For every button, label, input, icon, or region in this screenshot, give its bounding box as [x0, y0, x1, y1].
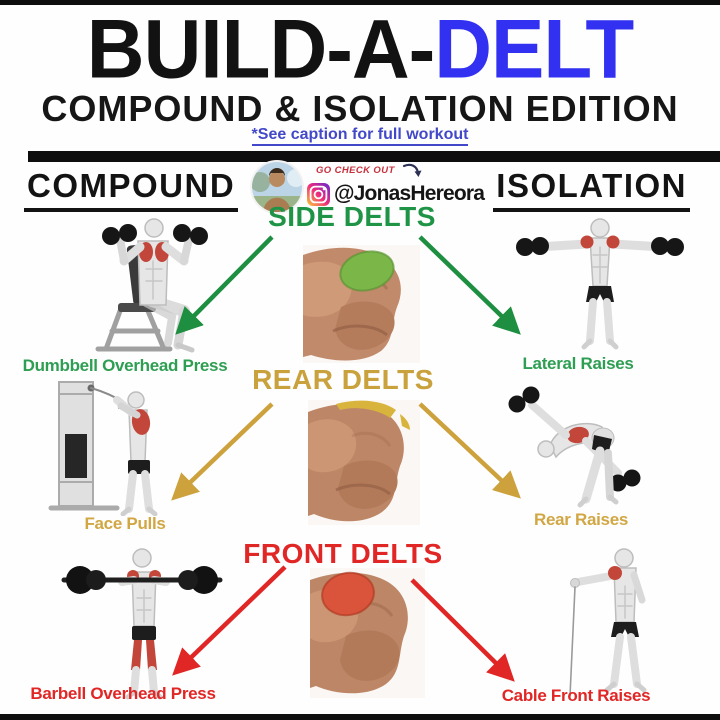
arrow-front-delts-to-isolation [410, 578, 515, 682]
see-caption-link[interactable]: *See caption for full workout [0, 126, 720, 146]
poster-title: BUILD-A-DELT [0, 7, 720, 91]
arrow-side-delts-to-isolation [418, 235, 521, 335]
cable-front-raises-illustration [569, 548, 647, 697]
front-delts-label: FRONT DELTS [243, 538, 443, 569]
front-delt-muscle-image [310, 568, 425, 698]
rear-delts-label: REAR DELTS [252, 364, 434, 395]
isolation-exercise-label-front-delts: Cable Front Raises [501, 686, 651, 705]
title-text-blue: DELT [434, 2, 634, 96]
creator-avatar-image [252, 162, 302, 212]
isolation-exercise-label-side-delts: Lateral Raises [522, 354, 634, 373]
isolation-column-header: ISOLATION [493, 167, 690, 212]
instagram-icon [307, 182, 330, 206]
compound-exercise-label-rear-delts: Face Pulls [84, 514, 166, 533]
rear-delt-muscle-image [308, 400, 420, 525]
barbell-overhead-press-illustration [61, 548, 223, 700]
compound-exercise-label-side-delts: Dumbbell Overhead Press [22, 356, 228, 375]
side-delt-muscle-image [303, 245, 420, 363]
side-delts-label: SIDE DELTS [268, 201, 436, 232]
compound-exercise-label-front-delts: Barbell Overhead Press [30, 684, 216, 703]
bottom-border-bar [0, 714, 720, 720]
face-pulls-illustration [48, 381, 158, 516]
instagram-handle[interactable]: @JonasHereora [334, 182, 485, 205]
rear-raises-illustration [508, 386, 641, 508]
title-text-black: BUILD-A- [86, 2, 435, 96]
top-border-bar [0, 0, 720, 5]
creator-avatar [252, 162, 302, 212]
poster-subtitle: COMPOUND & ISOLATION EDITION [41, 88, 679, 129]
curved-pointer-arrow-icon [402, 162, 424, 185]
go-check-out-text: GO CHECK OUT [316, 165, 395, 176]
compound-column-header: COMPOUND [24, 167, 239, 212]
header-divider-bar [28, 151, 720, 162]
creator-badge[interactable]: GO CHECK OUT @Jona [250, 159, 485, 215]
isolation-exercise-label-rear-delts: Rear Raises [533, 510, 629, 529]
arrow-rear-delts-to-compound [171, 402, 274, 501]
lateral-raises-illustration [516, 218, 684, 350]
dumbbell-overhead-press-illustration [95, 218, 208, 353]
